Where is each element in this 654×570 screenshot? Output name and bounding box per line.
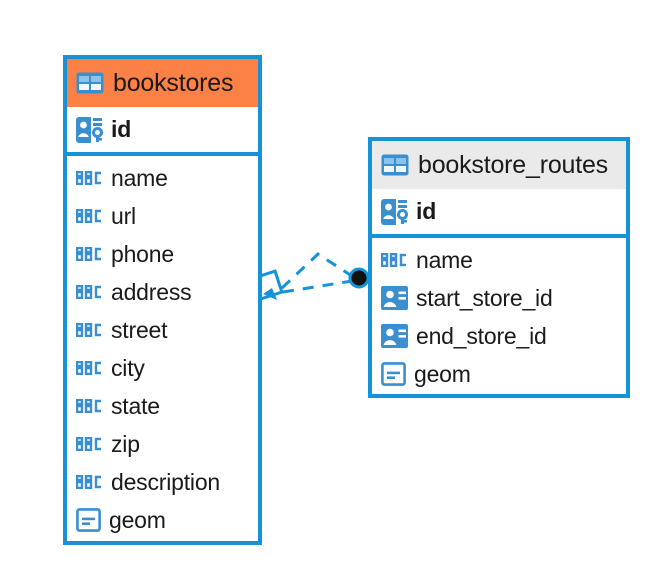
entity-title: bookstore_routes	[418, 150, 608, 179]
abc-text-icon	[380, 252, 408, 268]
relationship-line-upper	[280, 252, 356, 290]
geometry-icon	[76, 508, 101, 532]
field-label: url	[111, 202, 136, 229]
field-row[interactable]: url	[67, 197, 258, 235]
field-label: id	[111, 116, 132, 142]
field-label: geom	[414, 360, 471, 387]
field-row[interactable]: zip	[67, 425, 258, 463]
field-label: phone	[111, 240, 174, 267]
entity-title: bookstores	[113, 68, 234, 97]
foreign-key-icon	[381, 286, 408, 310]
field-row[interactable]: state	[67, 387, 258, 425]
abc-text-icon	[75, 322, 103, 338]
field-row[interactable]: city	[67, 349, 258, 387]
abc-text-icon	[75, 246, 103, 262]
relationship-line-lower	[282, 279, 353, 294]
foreign-key-icon	[381, 324, 408, 348]
abc-text-icon	[75, 360, 103, 376]
field-label: end_store_id	[416, 322, 547, 349]
field-row[interactable]: address	[67, 273, 258, 311]
primary-key-section: id	[372, 189, 626, 238]
field-label: id	[416, 198, 437, 224]
abc-text-icon	[75, 436, 103, 452]
table-icon	[76, 72, 104, 94]
entity-bookstore-routes[interactable]: bookstore_routes id	[368, 137, 630, 398]
field-label: name	[416, 246, 473, 273]
field-row[interactable]: geom	[372, 355, 626, 393]
geometry-icon	[381, 362, 406, 386]
field-row[interactable]: description	[67, 463, 258, 501]
field-row[interactable]: id	[372, 189, 626, 234]
entity-bookstores[interactable]: bookstores id	[63, 55, 262, 545]
entity-header-bookstore-routes[interactable]: bookstore_routes	[372, 141, 626, 189]
field-row[interactable]: phone	[67, 235, 258, 273]
field-label: start_store_id	[416, 284, 553, 311]
field-row[interactable]: id	[67, 107, 258, 152]
field-label: zip	[111, 430, 140, 457]
diamond-marker-tail	[263, 288, 277, 300]
primary-key-icon	[76, 116, 103, 143]
field-row[interactable]: name	[372, 241, 626, 279]
field-label: description	[111, 468, 221, 495]
field-label: city	[111, 354, 145, 381]
field-label: geom	[109, 506, 166, 533]
abc-text-icon	[75, 474, 103, 490]
field-label: state	[111, 392, 160, 419]
entity-header-bookstores[interactable]: bookstores	[67, 59, 258, 107]
table-icon	[381, 154, 409, 176]
field-row[interactable]: name	[67, 159, 258, 197]
abc-text-icon	[75, 284, 103, 300]
field-row[interactable]: start_store_id	[372, 279, 626, 317]
abc-text-icon	[75, 398, 103, 414]
filled-circle-marker	[348, 267, 370, 289]
field-label: name	[111, 164, 168, 191]
primary-key-icon	[381, 198, 408, 225]
field-row[interactable]: end_store_id	[372, 317, 626, 355]
field-row[interactable]: geom	[67, 501, 258, 539]
abc-text-icon	[75, 170, 103, 186]
field-row[interactable]: street	[67, 311, 258, 349]
primary-key-section: id	[67, 107, 258, 156]
abc-text-icon	[75, 208, 103, 224]
field-label: street	[111, 316, 168, 343]
fields-section: name url	[67, 156, 258, 539]
field-label: address	[111, 278, 192, 305]
fields-section: name start_store_id	[372, 238, 626, 393]
